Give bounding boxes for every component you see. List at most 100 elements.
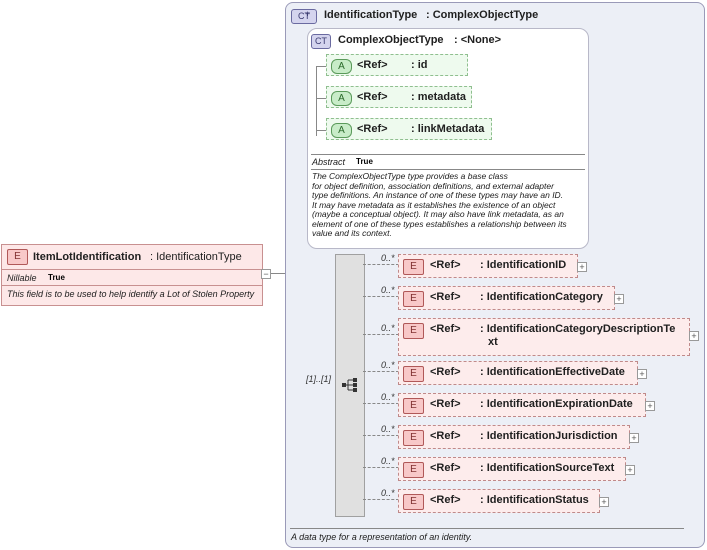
element-multiplicity: 0..* [381, 456, 395, 466]
attribute-badge: A [331, 123, 352, 138]
element-badge: E [403, 259, 424, 275]
element-multiplicity: 0..* [381, 392, 395, 402]
attribute-ref: <Ref> [357, 91, 388, 103]
element-name: : IdentificationSourceText [480, 462, 615, 474]
connector [363, 371, 399, 372]
connector [363, 435, 399, 436]
abstract-label: Abstract [312, 157, 346, 167]
main-element-box[interactable]: E ItemLotIdentification : Identification… [1, 244, 263, 306]
description-line: type definitions. An instance of one of … [312, 190, 564, 200]
element-badge: E [403, 398, 424, 414]
complex-type-badge: CT [291, 9, 317, 24]
expand-icon[interactable]: + [599, 497, 609, 507]
expand-icon[interactable]: + [629, 433, 639, 443]
description-line: (maybe a conceptual object). It may also… [312, 209, 564, 219]
element-identificationexpirationdate[interactable]: E <Ref> : IdentificationExpirationDate [398, 393, 646, 417]
expand-icon[interactable]: + [645, 401, 655, 411]
element-identificationjurisdiction[interactable]: E <Ref> : IdentificationJurisdiction [398, 425, 630, 449]
element-name: : IdentificationCategoryDescriptionTe [480, 323, 676, 335]
element-ref: <Ref> [430, 291, 461, 303]
element-multiplicity: 0..* [381, 285, 395, 295]
element-ref: <Ref> [430, 462, 461, 474]
element-multiplicity: 0..* [381, 323, 395, 333]
sequence-icon [342, 378, 357, 392]
outer-type-base: : ComplexObjectType [426, 9, 539, 21]
divider [290, 528, 684, 529]
element-multiplicity: 0..* [381, 488, 395, 498]
description-line: It may have metadata as it establishes t… [312, 199, 556, 210]
element-multiplicity: 0..* [381, 424, 395, 434]
plus-icon: + [305, 9, 311, 19]
element-identificationeffectivedate[interactable]: E <Ref> : IdentificationEffectiveDate [398, 361, 638, 385]
element-ref: <Ref> [430, 366, 461, 378]
connector [316, 66, 317, 136]
element-name: : IdentificationCategory [480, 291, 603, 303]
connector [316, 130, 328, 131]
attribute-ref: <Ref> [357, 123, 388, 135]
divider [311, 169, 585, 170]
nillable-label: Nillable [7, 273, 37, 283]
element-identificationsourcetext[interactable]: E <Ref> : IdentificationSourceText [398, 457, 626, 481]
sequence-compositor[interactable] [335, 254, 365, 517]
element-ref: <Ref> [430, 259, 461, 271]
main-element-type: : IdentificationType [150, 251, 242, 263]
inner-type-name: ComplexObjectType [338, 34, 444, 46]
element-identificationid[interactable]: E <Ref> : IdentificationID [398, 254, 578, 278]
element-name: : IdentificationJurisdiction [480, 430, 618, 442]
element-badge: E [403, 462, 424, 478]
expand-icon[interactable]: + [689, 331, 699, 341]
element-badge: E [7, 249, 28, 265]
complex-type-badge: CT [311, 34, 331, 49]
nillable-value: True [48, 273, 65, 282]
connector [271, 273, 296, 274]
sequence-multiplicity: [1]..[1] [306, 374, 332, 384]
element-identificationstatus[interactable]: E <Ref> : IdentificationStatus [398, 489, 600, 513]
element-multiplicity: 0..* [381, 360, 395, 370]
expand-icon[interactable]: + [625, 465, 635, 475]
outer-type-name: IdentificationType [324, 9, 418, 21]
description-line: for object definition, association defin… [312, 180, 554, 191]
connector [316, 98, 328, 99]
main-element-name: ItemLotIdentification [33, 251, 142, 263]
element-name: : IdentificationID [480, 259, 567, 271]
element-badge: E [403, 323, 424, 339]
element-identificationcategorydescriptiontext[interactable]: E <Ref> : IdentificationCategoryDescript… [398, 318, 690, 356]
element-badge: E [403, 366, 424, 382]
attribute-id[interactable]: A <Ref> : id [326, 54, 468, 76]
element-ref: <Ref> [430, 323, 461, 335]
element-ref: <Ref> [430, 430, 461, 442]
element-name: : IdentificationExpirationDate [480, 398, 633, 410]
main-element-description: This field is to be used to help identif… [7, 289, 255, 299]
divider [311, 154, 585, 155]
divider [2, 285, 262, 286]
attribute-linkmetadata[interactable]: A <Ref> : linkMetadata [326, 118, 492, 140]
element-identificationcategory[interactable]: E <Ref> : IdentificationCategory [398, 286, 615, 310]
connector [363, 296, 399, 297]
attribute-name: : id [411, 59, 428, 71]
attribute-badge: A [331, 91, 352, 106]
attribute-ref: <Ref> [357, 59, 388, 71]
element-ref: <Ref> [430, 398, 461, 410]
description-line: The ComplexObjectType type provides a ba… [312, 171, 508, 181]
element-badge: E [403, 494, 424, 510]
expand-icon[interactable]: + [577, 262, 587, 272]
connector [316, 66, 328, 67]
element-badge: E [403, 291, 424, 307]
element-name-continued: xt [488, 336, 498, 348]
attribute-metadata[interactable]: A <Ref> : metadata [326, 86, 472, 108]
expand-icon[interactable]: + [614, 294, 624, 304]
outer-type-description: A data type for a representation of an i… [291, 532, 473, 542]
attribute-badge: A [331, 59, 352, 74]
connector [363, 403, 399, 404]
attribute-name: : linkMetadata [411, 123, 485, 135]
inner-type-description: The ComplexObjectType type provides a ba… [312, 171, 588, 239]
abstract-value: True [356, 157, 373, 166]
element-badge: E [403, 430, 424, 446]
expand-icon[interactable]: + [637, 369, 647, 379]
element-multiplicity: 0..* [381, 253, 395, 263]
collapse-icon[interactable]: − [261, 269, 271, 279]
connector [363, 334, 399, 335]
description-line: value and its context. [312, 228, 392, 238]
attribute-name: : metadata [411, 91, 467, 103]
element-ref: <Ref> [430, 494, 461, 506]
